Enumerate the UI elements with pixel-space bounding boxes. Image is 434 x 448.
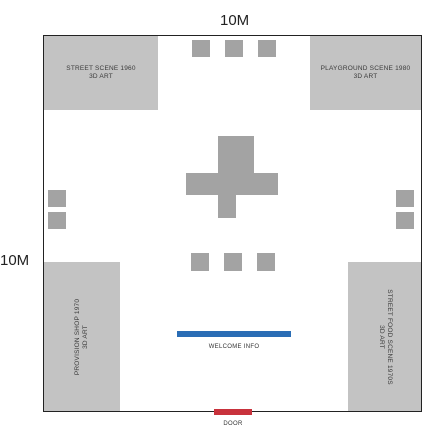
zone-street-food-scene-1970s: STREET FOOD SCENE 1970S 3D ART (348, 262, 421, 411)
height-dimension-label: 10M (0, 252, 30, 269)
door-marker (214, 409, 252, 415)
zone-subtitle: 3D ART (89, 73, 113, 80)
display-box (191, 253, 209, 271)
wall-display-box (48, 190, 66, 207)
zone-title: PLAYGROUND SCENE 1980 (320, 65, 411, 72)
display-box (257, 253, 275, 271)
welcome-info-label: WELCOME INFO (208, 344, 260, 350)
zone-provision-shop-1970: PROVISION SHOP 1970 3D ART (44, 262, 120, 411)
wall-display-box (396, 212, 414, 229)
zone-subtitle: 3D ART (353, 73, 378, 80)
welcome-info-counter (177, 331, 291, 337)
central-cross-display-top (236, 136, 254, 173)
zone-title: STREET FOOD SCENE 1970S (385, 288, 393, 385)
zone-title: STREET SCENE 1960 (66, 65, 136, 72)
display-box (258, 40, 276, 57)
zone-street-scene-1960: STREET SCENE 1960 3D ART (44, 36, 158, 110)
zone-subtitle: 3D ART (377, 324, 385, 349)
zone-playground-scene-1980: PLAYGROUND SCENE 1980 3D ART (310, 36, 421, 110)
zone-title: PROVISION SHOP 1970 (74, 298, 82, 375)
door-label: DOOR (223, 421, 243, 427)
wall-display-box (396, 190, 414, 207)
central-cross-display-horizontal (186, 173, 278, 195)
display-box (192, 40, 210, 57)
display-box (224, 253, 242, 271)
display-box (225, 40, 243, 57)
zone-subtitle: 3D ART (82, 324, 90, 349)
wall-display-box (48, 212, 66, 229)
width-dimension-label: 10M (220, 12, 250, 29)
